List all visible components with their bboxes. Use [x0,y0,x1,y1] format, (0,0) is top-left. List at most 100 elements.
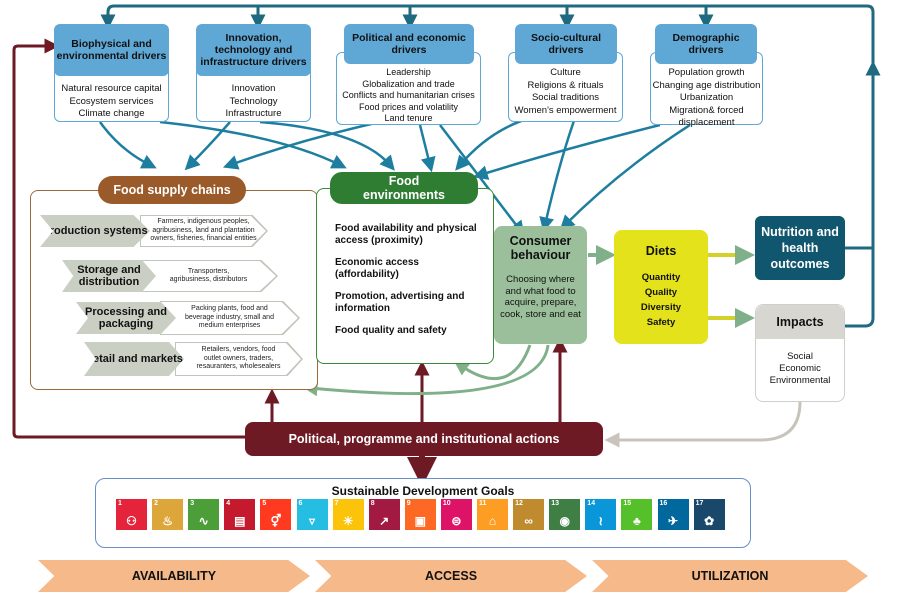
sdg-goal-17: 17✿ [693,499,725,530]
driver-demographic-title: Demographic drivers [655,24,757,64]
tree-icon: ♣ [632,514,641,528]
consumer-behaviour-title: Consumer behaviour [509,234,572,262]
sdg-goal-12: 12∞ [513,499,545,530]
driver-item: Culture [550,67,581,78]
driver-item: Technology [229,95,278,107]
sdg-goal-number: 12 [515,500,523,507]
sdg-goal-number: 17 [695,500,704,507]
driver-sociocultural-title: Socio-cultural drivers [515,24,617,64]
sdg-goal-number: 6 [298,500,303,507]
sdg-goal-13: 13◉ [549,499,581,530]
sdg-goal-10: 10⊜ [440,499,472,530]
nutrition-health-outcomes: Nutrition and health outcomes [755,216,845,280]
driver-item: Climate change [78,108,145,119]
food-environments-title: Food environments [330,172,478,204]
political-actions-bar: Political, programme and institutional a… [245,422,603,456]
sdg-goal-16: 16✈ [657,499,689,530]
driver-biophysical-title: Biophysical and environmental drivers [54,24,169,76]
impact-environmental: Environmental [769,375,831,386]
eye-icon: ◉ [559,514,570,528]
sdg-goal-number: 5 [262,500,267,507]
sdg-goal-8: 8↗ [368,499,400,530]
processing-packaging-stage: Processing and packaging [76,302,176,334]
fish-icon: ≀ [598,514,604,528]
diets-title: Diets [645,244,677,258]
impacts-box: Impacts Social Economic Environmental [755,304,845,402]
sdg-goal-number: 16 [659,500,668,507]
sdg-goal-number: 13 [551,500,559,507]
driver-item: Social traditions [531,92,600,103]
access-band: ACCESS [315,560,587,592]
sdg-goal-number: 8 [370,500,375,507]
sdg-goal-number: 11 [479,500,487,507]
sdg-goal-3: 3∿ [188,499,220,530]
fe-availability: Food availability and physical access (p… [335,223,477,246]
utilization-band: UTILIZATION [592,560,868,592]
sdg-goal-number: 3 [190,500,195,507]
heartbeat-icon: ∿ [198,514,209,528]
bowl-icon: ♨ [162,514,173,528]
driver-item: Globalization and trade [362,78,455,89]
sdg-goal-4: 4▤ [224,499,256,530]
sdg-goal-11: 11⌂ [477,499,508,530]
sdg-goal-number: 1 [118,500,122,507]
food-supply-chains-title: Food supply chains [98,176,246,204]
sdg-goal-9: 9▣ [404,499,436,530]
driver-item: Migration& forced [669,104,744,116]
sdg-goal-number: 10 [442,500,451,507]
city-icon: ⌂ [488,514,497,528]
consumer-behaviour-box: Consumer behaviour Choosing where and wh… [494,226,587,344]
driver-item: Leadership [386,67,431,77]
sdg-goal-number: 14 [587,500,596,507]
availability-band: AVAILABILITY [38,560,310,592]
sdg-goal-number: 4 [226,500,231,507]
driver-innovation-title: Innovation, technology and infrastructur… [196,24,311,76]
driver-demographic-box: Population growth Changing age distribut… [650,52,763,128]
family-icon: ⚇ [126,514,137,528]
driver-item: Natural resource capital [61,83,162,94]
flower-icon: ✿ [704,514,715,528]
sdg-goal-number: 7 [334,500,339,507]
fe-economic-access: Economic access (affordability) [335,257,419,280]
production-actors: Farmers, indigenous peoples,agribusiness… [141,216,266,246]
impact-social: Social [787,351,813,362]
sdg-title: Sustainable Development Goals [331,484,515,498]
diet-quantity: Quantity [641,272,681,283]
driver-item: Urbanization [679,92,734,103]
driver-item: Infrastructure [225,108,282,119]
sdg-goal-7: 7☀ [332,499,364,530]
sdg-goal-1: 1⚇ [116,499,147,530]
infinity-icon: ∞ [524,514,533,528]
equal-icon: ⊜ [451,514,462,528]
driver-item: displacement [678,117,735,128]
sdg-goal-6: 6▿ [296,499,328,530]
gender-icon: ⚥ [270,514,282,528]
diet-quality: Quality [644,287,678,298]
sdg-goal-2: 2♨ [152,499,184,530]
driver-item: Innovation [231,83,276,94]
driver-item: Conflicts and humanitarian crises [342,90,475,100]
consumer-behaviour-text: Choosing where and what food to acquire,… [500,274,581,320]
growth-chart-icon: ↗ [379,514,390,528]
production-systems-stage: Production systems [40,215,150,247]
diets-box: Diets Quantity Quality Diversity Safety [614,230,708,344]
impacts-title: Impacts [756,305,844,339]
diet-safety: Safety [646,317,676,328]
impact-economic: Economic [779,363,821,374]
driver-item: Food prices and volatility [358,101,459,112]
storage-actors: Transporters,agribusiness, distributors [141,261,276,291]
diet-diversity: Diversity [640,302,682,313]
driver-item: Land tenure [384,113,433,123]
driver-item: Ecosystem services [69,95,154,107]
sdg-goal-15: 15♣ [621,499,653,530]
sdg-goal-14: 14≀ [585,499,617,530]
sdg-goal-5: 5⚥ [260,499,292,530]
driver-item: Changing age distribution [652,79,761,91]
driver-item: Population growth [668,67,745,78]
retail-markets-stage: Retail and markets [84,342,184,376]
sdg-goal-number: 15 [623,500,632,507]
water-icon: ▿ [308,514,316,528]
